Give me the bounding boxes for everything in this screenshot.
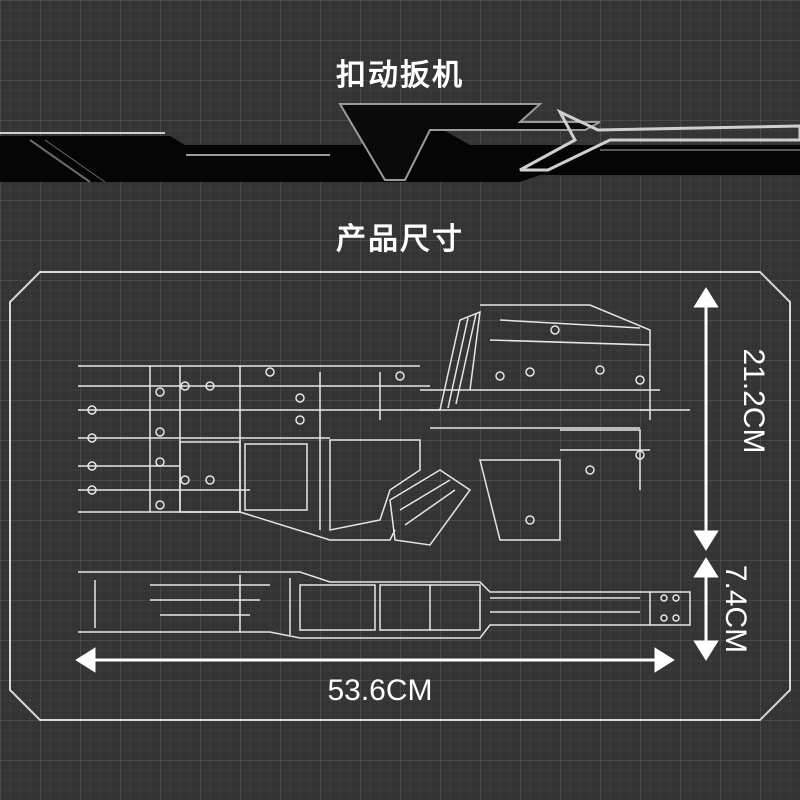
header-banner	[0, 103, 800, 183]
gun-top-view	[78, 571, 691, 639]
dimension-frame	[9, 271, 791, 721]
width-label: 7.4CM	[719, 564, 752, 654]
length-arrow	[75, 647, 675, 673]
page-title: 扣动扳机	[336, 58, 464, 93]
section-title: 产品尺寸	[336, 222, 464, 257]
length-label: 53.6CM	[327, 674, 433, 707]
width-arrow	[693, 557, 719, 661]
height-arrow	[693, 287, 719, 551]
gun-side-view	[78, 304, 690, 546]
height-label: 21.2CM	[737, 348, 770, 454]
